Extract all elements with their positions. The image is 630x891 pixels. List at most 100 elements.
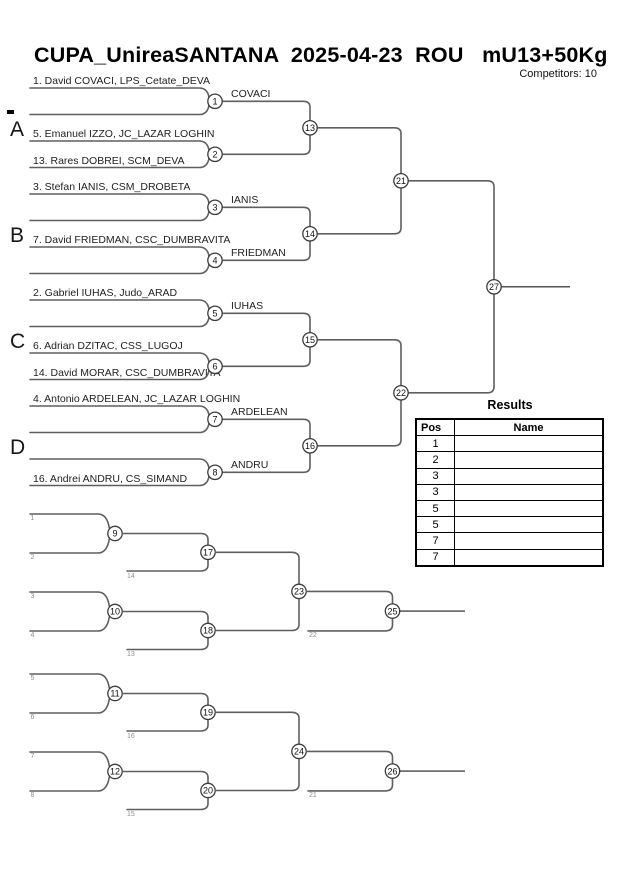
match-circle-27: 27 bbox=[486, 278, 502, 295]
slot-label: 6 bbox=[30, 714, 35, 721]
round1-winner-line bbox=[221, 312, 311, 333]
round1-winner-line bbox=[221, 134, 311, 156]
match-number-circle bbox=[393, 172, 409, 189]
match-circle-12: 12 bbox=[107, 763, 123, 780]
competitor-line bbox=[29, 210, 210, 222]
repechage-entry-line bbox=[29, 591, 111, 607]
results-col-pos: Pos bbox=[415, 418, 455, 437]
results-row: 7 bbox=[415, 532, 604, 550]
match-number: 4 bbox=[212, 256, 217, 266]
round1-winner-line bbox=[221, 240, 311, 262]
match-number-circle bbox=[302, 225, 318, 242]
match-number: 13 bbox=[305, 123, 315, 133]
winner-name: ANDRU bbox=[231, 459, 269, 472]
repechage-entry-line bbox=[29, 776, 111, 792]
repechage-feed-line bbox=[126, 559, 209, 572]
match-number: 18 bbox=[203, 626, 213, 636]
results-row: 2 bbox=[415, 451, 604, 469]
match-circle-1: 1 bbox=[207, 93, 223, 110]
winner-name: IUHAS bbox=[231, 300, 264, 313]
competitor-line bbox=[29, 422, 210, 434]
repechage-winner-line bbox=[214, 551, 300, 585]
match-number: 2 bbox=[212, 150, 217, 160]
match-number-circle bbox=[207, 199, 223, 216]
repechage-winner-line bbox=[121, 770, 209, 784]
match-number-circle bbox=[384, 763, 401, 779]
match-number-circle bbox=[207, 305, 223, 322]
results-name bbox=[454, 516, 604, 534]
match-number-circle bbox=[384, 603, 401, 619]
match-circle-6: 6 bbox=[207, 358, 223, 375]
match-number: 27 bbox=[489, 282, 499, 292]
repechage-entry-line bbox=[29, 673, 111, 689]
match-circle-10: 10 bbox=[107, 603, 123, 620]
player-name: 4. Antonio ARDELEAN, JC_LAZAR LOGHIN bbox=[33, 393, 241, 405]
competitor-line bbox=[29, 263, 210, 275]
match-circle-21: 21 bbox=[393, 172, 409, 189]
match-number-circle bbox=[302, 331, 318, 348]
player-name: 13. Rares DOBREI, SCM_DEVA bbox=[33, 154, 185, 167]
match-number: 24 bbox=[294, 747, 304, 757]
match-number: 9 bbox=[112, 529, 117, 539]
match-number: 15 bbox=[305, 335, 315, 345]
match-number: 21 bbox=[396, 176, 406, 186]
match-circle-15: 15 bbox=[302, 331, 318, 348]
quarterfinal-winner-line bbox=[316, 339, 402, 386]
match-number: 11 bbox=[110, 689, 119, 699]
match-circle-4: 4 bbox=[207, 252, 223, 269]
match-number: 17 bbox=[203, 548, 213, 558]
results-pos: 5 bbox=[415, 516, 455, 534]
results-row: 1 bbox=[415, 435, 604, 453]
results-row: 5 bbox=[415, 499, 604, 518]
repechage-entry-line bbox=[29, 698, 111, 714]
results-col-name: Name bbox=[454, 418, 604, 437]
results-name bbox=[454, 435, 604, 453]
player-name: 14. David MORAR, CSC_DUMBRAVITA bbox=[33, 366, 221, 379]
match-circle-11: 11 bbox=[107, 685, 123, 702]
match-number-circle bbox=[207, 146, 223, 163]
match-number: 14 bbox=[305, 229, 315, 239]
slot-label: 4 bbox=[30, 632, 35, 639]
player-name: 5. Emanuel IZZO, JC_LAZAR LOGHIN bbox=[33, 128, 215, 140]
match-number: 7 bbox=[212, 415, 217, 425]
match-number: 6 bbox=[212, 362, 217, 372]
competitor-line bbox=[29, 87, 210, 99]
match-number: 16 bbox=[305, 441, 315, 451]
group-letter-D: D bbox=[10, 435, 26, 459]
match-number: 26 bbox=[387, 766, 397, 776]
player-name: 2. Gabriel IUHAS, Judo_ARAD bbox=[33, 287, 178, 299]
repechage-winner-line bbox=[121, 532, 209, 546]
repechage-entry-line bbox=[29, 751, 111, 767]
match-circle-26: 26 bbox=[384, 763, 401, 779]
match-number-circle bbox=[207, 252, 223, 269]
match-circle-18: 18 bbox=[200, 622, 216, 639]
competitor-line bbox=[29, 369, 210, 381]
match-circle-17: 17 bbox=[200, 544, 216, 561]
results-row: 3 bbox=[415, 483, 604, 501]
semifinal-winner-line bbox=[407, 180, 495, 280]
repechage-winner-line bbox=[121, 692, 209, 706]
results-pos: 7 bbox=[415, 532, 455, 550]
repechage-entry-line bbox=[29, 538, 111, 554]
slot-label: 7 bbox=[30, 753, 35, 760]
repechage-entry-line bbox=[29, 616, 111, 632]
match-circle-7: 7 bbox=[207, 411, 223, 428]
semifinal-winner-line bbox=[407, 293, 495, 394]
match-number-circle bbox=[393, 384, 409, 401]
player-name: 7. David FRIEDMAN, CSC_DUMBRAVITA bbox=[33, 234, 231, 246]
match-circle-16: 16 bbox=[302, 437, 318, 454]
group-letter-A: A bbox=[10, 117, 25, 141]
match-number-circle bbox=[207, 358, 223, 375]
match-number: 8 bbox=[212, 468, 217, 478]
match-circle-8: 8 bbox=[207, 464, 223, 481]
repechage-winner-line bbox=[214, 598, 300, 632]
player-name: 6. Adrian DZITAC, CSS_LUGOJ bbox=[33, 340, 183, 352]
player-name: 1. David COVACI, LPS_Cetate_DEVA bbox=[33, 75, 211, 87]
results-name bbox=[454, 532, 604, 550]
match-number-circle bbox=[486, 278, 502, 295]
quarterfinal-winner-line bbox=[316, 399, 402, 447]
competitor-line bbox=[29, 352, 210, 364]
slot-label: 15 bbox=[127, 811, 135, 818]
winner-name: IANIS bbox=[231, 194, 259, 207]
repechage-winner-line bbox=[305, 590, 394, 605]
